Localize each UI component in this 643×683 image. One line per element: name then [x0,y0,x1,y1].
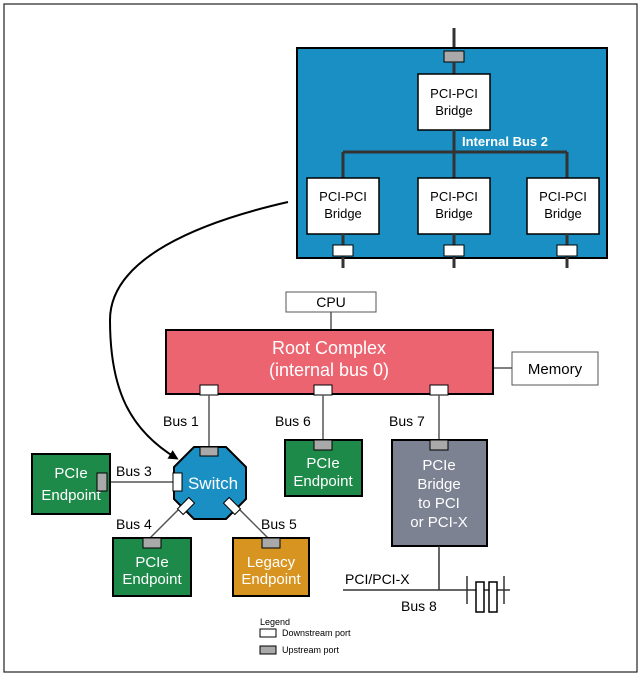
bus7-label: Bus 7 [389,413,425,429]
switch-label: Switch [188,474,238,493]
memory-box [511,351,599,386]
pci-slot [475,581,485,613]
legend-title: Legend [260,617,290,627]
root-complex-box [165,329,494,395]
pcie-endpoint-bottom-label-1: PCIe [135,554,168,571]
pci-slot [488,581,498,613]
pcie-endpoint-left-label-2: Endpoint [41,487,101,504]
legend-downstream-swatch [259,628,277,638]
top-bridge-label-1: PCI-PCI [430,86,478,101]
bottom-bridge-3-label-1: PCI-PCI [539,189,587,204]
bottom-bridge-2-label-2: Bridge [435,206,473,221]
zoom-arrow [108,201,289,460]
downstream-port [443,244,465,257]
legend-upstream-label: Upstream port [282,645,340,655]
upstream-port [199,446,219,457]
downstream-port [172,472,183,492]
legend: Legend Downstream port Upstream port [259,617,351,655]
upstream-port [443,50,465,63]
bus4-label: Bus 4 [116,516,152,532]
bus6-label: Bus 6 [275,413,311,429]
downstream-port [332,244,354,257]
legend-upstream-swatch [259,645,277,655]
bottom-bridge-box-1 [306,177,380,235]
pcie-bridge-label-1: PCIe [422,457,455,474]
legacy-endpoint-label-2: Endpoint [241,571,301,588]
downstream-port [176,496,196,516]
upstream-port [313,439,333,451]
root-complex-label-1: Root Complex [272,338,386,358]
bus5-label: Bus 5 [261,516,297,532]
bus4-link [149,504,184,539]
legacy-endpoint-label-1: Legacy [247,554,296,571]
upstream-port [429,439,449,451]
bottom-bridge-1-label-1: PCI-PCI [319,189,367,204]
pcie-endpoint-middle-label-2: Endpoint [293,473,353,490]
outer-frame [3,3,638,673]
bus8-label: Bus 8 [401,598,437,614]
bus5-link [234,504,269,539]
downstream-port [556,244,578,257]
downstream-port [199,384,219,396]
pcie-endpoint-left-label-1: PCIe [54,465,87,482]
switch-internals: PCI-PCI Bridge Internal Bus 2 PCI-PCI Br… [296,28,608,268]
cpu-label: CPU [316,294,346,310]
bottom-bridge-2-label-1: PCI-PCI [430,189,478,204]
bottom-bridge-box-2 [417,177,491,235]
downstream-port [222,496,242,516]
pcie-bridge-label-4: or PCI-X [410,514,468,531]
downstream-port [429,384,449,396]
pcie-bridge-label-2: Bridge [417,476,460,493]
upstream-port [142,537,162,549]
top-bridge-label-2: Bridge [435,103,473,118]
upstream-port [261,537,281,549]
top-bridge-box [417,73,491,131]
pcie-bridge-box [391,439,488,547]
pcie-bridge-label-3: to PCI [418,495,460,512]
upstream-port [96,472,108,492]
legend-downstream-label: Downstream port [282,628,351,638]
downstream-port [313,384,333,396]
bus1-label: Bus 1 [163,413,199,429]
memory-label: Memory [528,361,583,378]
pcie-endpoint-bottom-label-2: Endpoint [122,571,182,588]
bus3-label: Bus 3 [116,463,152,479]
bottom-bridge-1-label-2: Bridge [324,206,362,221]
bottom-bridge-box-3 [526,177,600,235]
root-complex-label-2: (internal bus 0) [269,360,389,380]
internal-bus-label: Internal Bus 2 [462,134,548,149]
pcie-endpoint-middle-label-1: PCIe [306,455,339,472]
pci-bus-label: PCI/PCI-X [345,571,410,587]
bottom-bridge-3-label-2: Bridge [544,206,582,221]
